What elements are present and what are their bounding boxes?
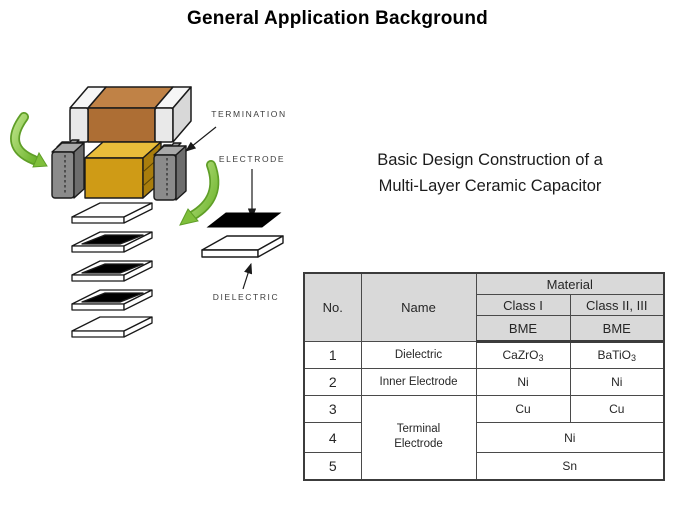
- dielectric-label: DIELECTRIC: [213, 292, 280, 302]
- cap-left-side: [73, 142, 85, 199]
- stack-dielectric-sheet: [71, 202, 153, 224]
- process-arrow-left-icon: [10, 112, 48, 168]
- header-material: Material: [475, 272, 665, 295]
- header-bme-class2: BME: [569, 315, 665, 343]
- process-arrow-right-icon: [179, 160, 220, 226]
- chip-capacitor: [69, 86, 192, 143]
- ceramic-block: [84, 141, 162, 199]
- chip-body-front: [87, 107, 156, 143]
- table-row-terminal-electrode-1: 3 Terminal Electrode Cu Cu: [303, 395, 665, 480]
- header-name: Name: [360, 272, 477, 342]
- material-class1: Cu: [475, 395, 571, 423]
- caption-line-2: Multi-Layer Ceramic Capacitor: [378, 176, 602, 195]
- row-name: Inner Electrode: [360, 368, 477, 396]
- chip-left-termination: [69, 107, 89, 143]
- cap-left-front: [51, 151, 75, 199]
- material-class2: Ni: [569, 368, 665, 396]
- cap-right-front: [153, 154, 177, 201]
- table-row-terminal-electrode-3: 5 Sn: [303, 452, 665, 480]
- header-no: No.: [303, 272, 362, 342]
- header-class1: Class I: [475, 294, 571, 316]
- chip-right-termination-side: [172, 86, 192, 143]
- termination-cap-left: [51, 139, 85, 199]
- header-class2: Class II, III: [569, 294, 665, 316]
- chip-right-termination: [154, 107, 174, 143]
- table-row-inner-electrode: 2 Inner Electrode Ni Ni: [303, 368, 665, 396]
- electrode-label: ELECTRODE: [219, 154, 285, 164]
- row-name-terminal-electrode: Terminal Electrode: [360, 395, 477, 480]
- material-merged: Ni: [475, 422, 665, 453]
- row-no: 1: [303, 341, 362, 369]
- termination-arrow-icon: [185, 126, 217, 152]
- table-row-terminal-electrode-2: 4 Ni: [303, 422, 665, 453]
- mlcc-exploded-diagram: TERMINATION ELECTRODE DIELECTRIC: [10, 86, 287, 338]
- inner-electrode-layer: [206, 212, 282, 228]
- caption: Basic Design Construction of a Multi-Lay…: [338, 148, 642, 199]
- stack-electrode-sheet: [71, 260, 153, 282]
- stack-dielectric-sheet: [71, 316, 153, 338]
- page-title: General Application Background: [187, 8, 488, 29]
- ceramic-body-assembly: [51, 139, 187, 201]
- material-merged: Sn: [475, 452, 665, 480]
- material-class2: BaTiO3: [569, 341, 665, 369]
- ceramic-front: [84, 157, 144, 199]
- termination-cap-right: [153, 142, 187, 201]
- dielectric-layer: [201, 235, 284, 258]
- cap-right-side: [175, 145, 187, 201]
- material-class1: CaZrO3: [475, 341, 571, 369]
- row-no: 4: [303, 422, 362, 453]
- material-class2: Cu: [569, 395, 665, 423]
- stack-electrode-sheet: [71, 231, 153, 253]
- material-class1: Ni: [475, 368, 571, 396]
- row-name: Dielectric: [360, 341, 477, 369]
- termination-label: TERMINATION: [211, 109, 287, 119]
- materials-table: No. Name Material Class I Class II, III …: [303, 272, 665, 481]
- row-no: 5: [303, 452, 362, 480]
- caption-line-1: Basic Design Construction of a: [377, 151, 603, 169]
- row-no: 2: [303, 368, 362, 396]
- stack-electrode-sheet: [71, 289, 153, 311]
- table-row-dielectric: 1 Dielectric CaZrO3 BaTiO3: [303, 341, 665, 369]
- layer-stack: [71, 202, 153, 338]
- dielectric-arrow-icon: [242, 262, 253, 290]
- header-bme-class1: BME: [475, 315, 571, 343]
- row-no: 3: [303, 395, 362, 423]
